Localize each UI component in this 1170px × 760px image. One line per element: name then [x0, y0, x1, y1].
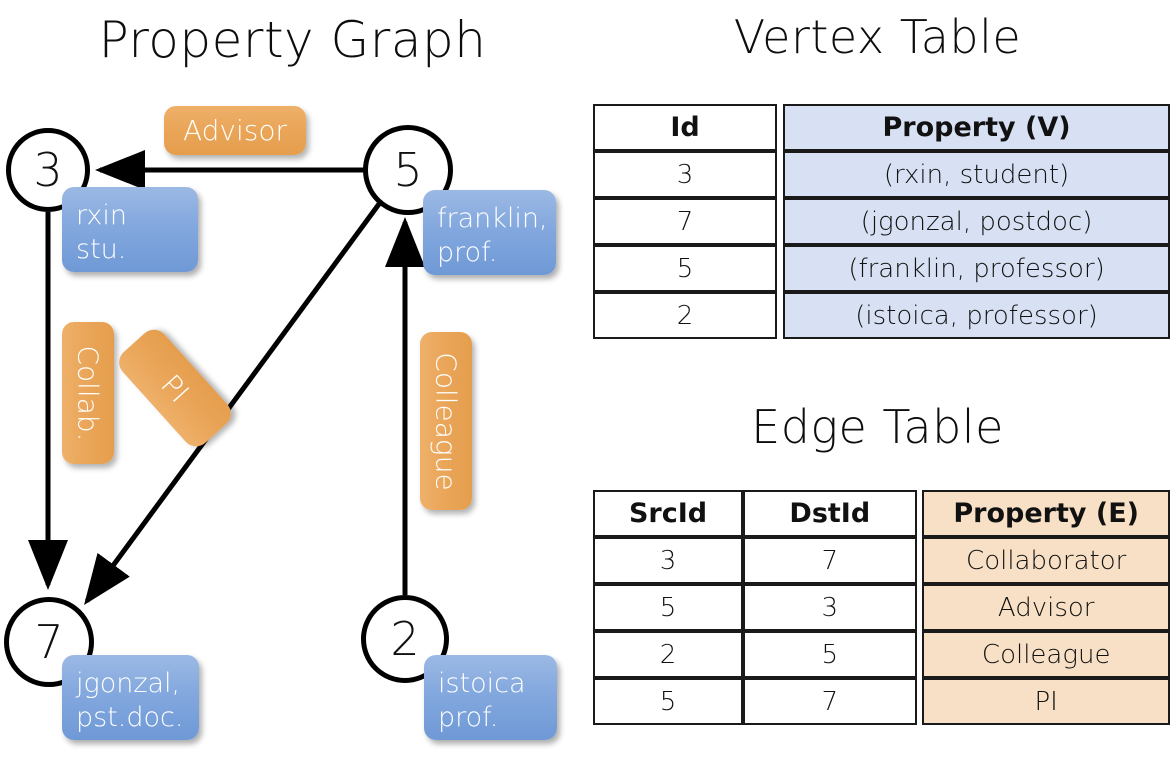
edge-cell-srcid: 5 — [593, 678, 744, 725]
table-row[interactable]: 3 (rxin, student) — [593, 151, 1170, 198]
edge-cell-property: Advisor — [922, 584, 1170, 631]
vertex-cell-id: 7 — [593, 198, 778, 245]
edge-label-pi-text: PI — [154, 367, 196, 409]
table-row[interactable]: 5 (franklin, professor) — [593, 245, 1170, 292]
edge-cell-dstid: 5 — [743, 631, 917, 678]
vertex-table-header-row: Id Property (V) — [593, 104, 1170, 151]
edge-cell-dstid: 7 — [743, 678, 917, 725]
edge-label-chip-collab[interactable]: Collab. — [62, 322, 114, 464]
edge-table-column-gap — [916, 490, 923, 537]
edge-5-to-7 — [84, 202, 382, 606]
edge-cell-property: PI — [922, 678, 1170, 725]
table-row[interactable]: 7 (jgonzal, postdoc) — [593, 198, 1170, 245]
page-title-edge-table: Edge Table — [751, 400, 1004, 454]
vertex-property-chip-istoica[interactable]: istoica prof. — [424, 655, 557, 740]
edge-table-header-dstid: DstId — [743, 490, 917, 537]
vertex-table-column-gap — [777, 151, 784, 198]
graph-node-5-label: 5 — [393, 143, 423, 197]
table-row[interactable]: 3 7 Collaborator — [593, 537, 1170, 584]
edge-label-chip-advisor[interactable]: Advisor — [164, 106, 306, 155]
edge-cell-dstid: 7 — [743, 537, 917, 584]
edge-table-header-row: SrcId DstId Property (E) — [593, 490, 1170, 537]
property-graph-diagram: 3 5 7 2 rxin stu. franklin, prof. jgonza… — [4, 106, 557, 740]
vertex-table-column-gap — [777, 104, 784, 151]
edge-table-column-gap — [916, 678, 923, 725]
edge-cell-srcid: 3 — [593, 537, 744, 584]
vertex-table-header-id: Id — [593, 104, 778, 151]
edge-label-advisor-text: Advisor — [182, 114, 287, 147]
vertex-cell-property: (franklin, professor) — [783, 245, 1170, 292]
table-row[interactable]: 2 (istoica, professor) — [593, 292, 1170, 339]
edge-table-column-gap — [916, 584, 923, 631]
edge-cell-property: Collaborator — [922, 537, 1170, 584]
graph-node-2-label: 2 — [390, 612, 420, 666]
vertex-table: Id Property (V) 3 (rxin, student) 7 (jgo… — [593, 104, 1170, 339]
vertex-cell-property: (istoica, professor) — [783, 292, 1170, 339]
graph-node-3-label: 3 — [33, 143, 63, 197]
vertex-cell-property: (jgonzal, postdoc) — [783, 198, 1170, 245]
table-row[interactable]: 5 7 PI — [593, 678, 1170, 725]
vertex-cell-id: 2 — [593, 292, 778, 339]
edge-table-column-gap — [916, 537, 923, 584]
vertex-cell-id: 5 — [593, 245, 778, 292]
graph-node-2[interactable]: 2 — [361, 595, 449, 683]
vertex-table-column-gap — [777, 198, 784, 245]
edge-table-column-gap — [916, 631, 923, 678]
edge-table-header-srcid: SrcId — [593, 490, 744, 537]
vertex-property-chip-rxin[interactable]: rxin stu. — [62, 187, 198, 272]
edge-cell-property: Colleague — [922, 631, 1170, 678]
table-row[interactable]: 5 3 Advisor — [593, 584, 1170, 631]
graph-node-5[interactable]: 5 — [363, 125, 453, 215]
edge-label-chip-colleague[interactable]: Colleague — [420, 332, 472, 510]
vertex-table-header-property: Property (V) — [783, 104, 1170, 151]
vertex-table-column-gap — [777, 292, 784, 339]
edge-cell-srcid: 2 — [593, 631, 744, 678]
page-title-vertex-table: Vertex Table — [733, 10, 1022, 64]
table-row[interactable]: 2 5 Colleague — [593, 631, 1170, 678]
edge-label-collab-text: Collab. — [71, 344, 105, 442]
graph-node-7-label: 7 — [34, 615, 64, 669]
edge-cell-dstid: 3 — [743, 584, 917, 631]
edge-table-header-property: Property (E) — [922, 490, 1170, 537]
vertex-property-chip-jgonzal[interactable]: jgonzal, pst.doc. — [62, 655, 199, 740]
vertex-property-chip-franklin[interactable]: franklin, prof. — [423, 190, 556, 275]
vertex-table-column-gap — [777, 245, 784, 292]
edge-cell-srcid: 5 — [593, 584, 744, 631]
graph-edges-svg — [28, 150, 425, 606]
page-title-property-graph: Property Graph — [98, 11, 487, 69]
vertex-cell-id: 3 — [593, 151, 778, 198]
vertex-cell-property: (rxin, student) — [783, 151, 1170, 198]
edge-table: SrcId DstId Property (E) 3 7 Collaborato… — [593, 490, 1170, 725]
edge-label-colleague-text: Colleague — [429, 351, 463, 491]
